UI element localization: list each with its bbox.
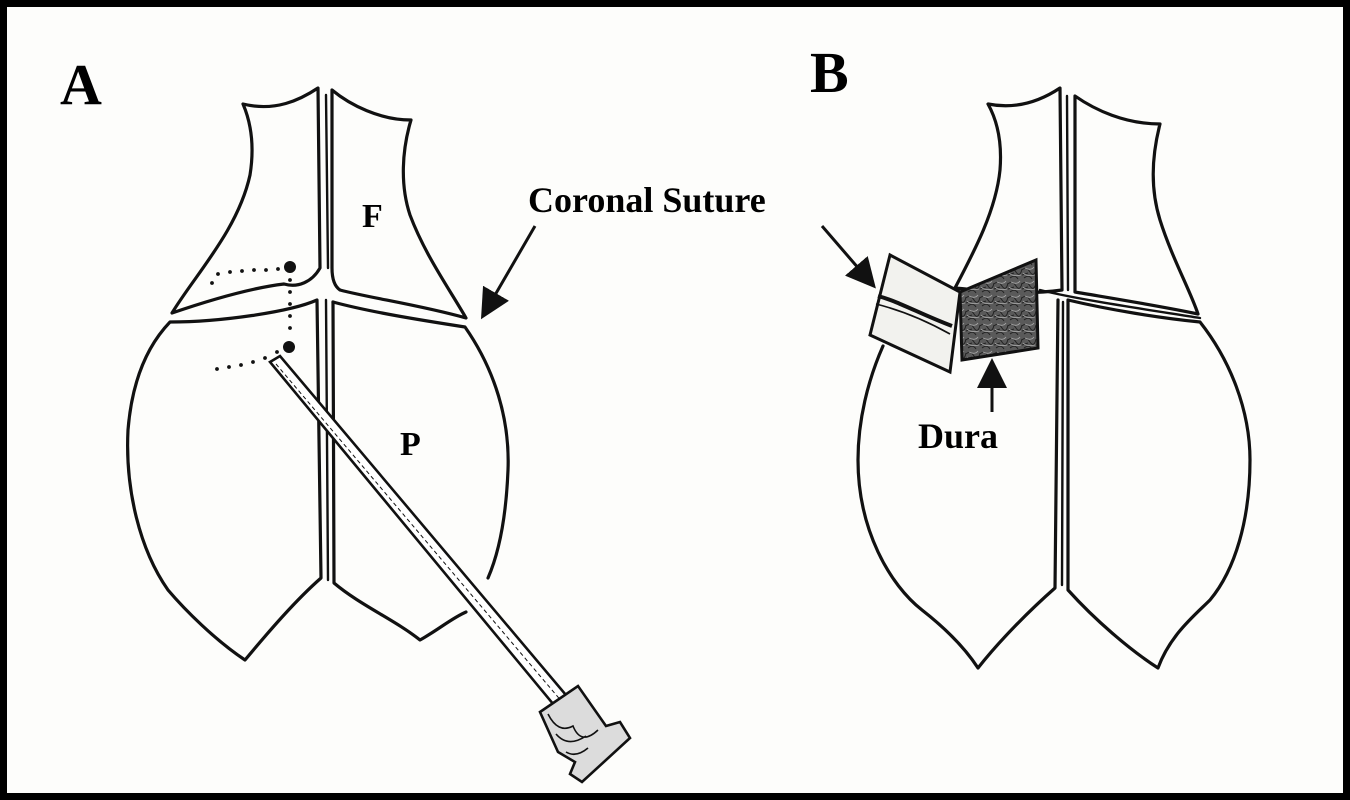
arrow-icon xyxy=(822,226,872,284)
panel-b-left-parietal-bone xyxy=(858,300,1058,668)
frontal-bone-label: F xyxy=(362,200,383,234)
panel-b-left-frontal-bone xyxy=(955,88,1062,293)
panel-a-left-frontal-bone xyxy=(172,88,320,313)
panel-b-skull xyxy=(858,88,1250,668)
panel-a-right-parietal-lower xyxy=(333,302,466,640)
drill-icon xyxy=(270,356,630,782)
coronal-suture-label: Coronal Suture xyxy=(528,182,766,218)
dura-exposure xyxy=(960,260,1038,360)
panel-a-left-parietal-bone xyxy=(128,300,321,660)
bone-flap xyxy=(870,255,960,372)
dura-label: Dura xyxy=(918,418,998,454)
parietal-bone-label: P xyxy=(400,428,421,462)
panel-a-right-frontal-bone xyxy=(332,90,466,318)
arrow-icon xyxy=(484,226,535,314)
panel-b-label: B xyxy=(810,44,849,102)
panel-b-right-parietal-bone xyxy=(1068,300,1250,668)
panel-a-label: A xyxy=(60,56,102,114)
panel-b-right-frontal-bone xyxy=(1075,96,1198,314)
